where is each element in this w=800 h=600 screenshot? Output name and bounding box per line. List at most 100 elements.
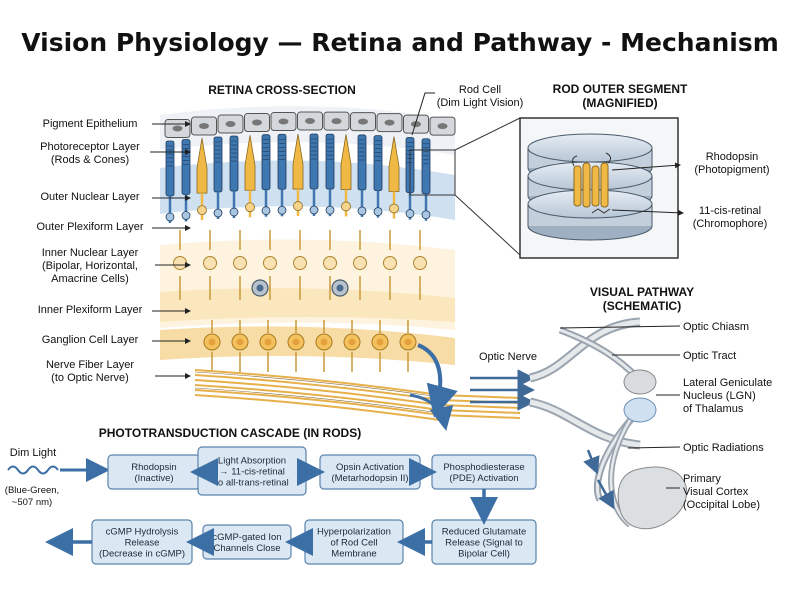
bipolar-cell: [383, 256, 397, 270]
visual-cortex-shape: [617, 466, 687, 530]
bipolar-cell: [323, 256, 337, 270]
cascade-step-text: (Metarhodopsin II): [331, 473, 408, 484]
cortex-label-1: Primary: [683, 473, 721, 485]
layer-label: Inner Plexiform Layer: [38, 304, 143, 316]
outer-segment-panel: ROD OUTER SEGMENT (MAGNIFIED) Rhodopsin …: [519, 82, 770, 259]
pigment-nucleus: [331, 118, 342, 125]
cone-nucleus: [245, 202, 255, 213]
cascade-step-text: Light Absorption: [218, 456, 286, 467]
rod-nucleus: [309, 205, 319, 215]
rod-callout-line1: Rod Cell: [459, 84, 501, 96]
optic-nerve-arrows: [470, 369, 535, 411]
cascade-step-text: Reduced Glutamate: [442, 527, 527, 538]
cascade-step-text: (PDE) Activation: [449, 473, 518, 484]
pigment-nucleus: [411, 121, 421, 128]
radiations-label: Optic Radiations: [683, 442, 764, 454]
layer-label: Inner Nuclear Layer: [42, 247, 139, 259]
pigment-nucleus: [252, 119, 262, 126]
cascade-step-text: Release (Signal to: [445, 538, 523, 549]
rod-nucleus: [261, 206, 271, 216]
rhodopsin-label-2: (Photopigment): [694, 164, 769, 176]
optic-nerve-label: Optic Nerve: [479, 351, 537, 363]
disc-top: [527, 133, 653, 163]
rhodopsin-protein: [572, 152, 612, 208]
rod-nucleus: [325, 205, 335, 215]
cone-nucleus: [197, 205, 207, 216]
cascade-step-text: to all-trans-retinal: [215, 478, 288, 489]
bipolar-cell: [353, 256, 367, 270]
rod-nucleus: [213, 208, 223, 218]
rod-cell: [229, 135, 239, 192]
layer-label: (Rods & Cones): [51, 154, 129, 166]
rod-cell: [213, 136, 223, 193]
pigment-nucleus: [225, 121, 236, 128]
page-title: Vision Physiology — Retina and Pathway -…: [21, 28, 779, 57]
cascade-step-text: (Inactive): [134, 473, 173, 484]
pigment-epithelium: [164, 111, 456, 138]
pathway-heading-2: (SCHEMATIC): [603, 299, 681, 313]
rhodopsin-label-1: Rhodopsin: [706, 151, 759, 163]
pigment-nucleus: [278, 118, 289, 125]
rod-cell-callout: Rod Cell (Dim Light Vision): [411, 84, 524, 136]
cone-nucleus: [341, 201, 351, 212]
cascade-step-text: of Rod Cell: [331, 538, 378, 549]
cascade-step-text: Hyperpolarization: [317, 527, 391, 538]
rod-nucleus: [165, 212, 175, 222]
pigment-nucleus: [172, 125, 183, 132]
tract-label: Optic Tract: [683, 350, 736, 362]
cortex-label-2: Visual Cortex: [683, 486, 749, 498]
retina-heading: RETINA CROSS-SECTION: [208, 83, 356, 97]
cortex-label-3: (Occipital Lobe): [683, 499, 760, 511]
lgn-label-2: Nucleus (LGN): [683, 390, 756, 402]
rod-nucleus: [229, 207, 239, 217]
pigment-nucleus: [384, 119, 395, 126]
outer-segment-heading-2: (MAGNIFIED): [582, 96, 657, 110]
pigment-nucleus: [199, 122, 209, 129]
visual-pathway: VISUAL PATHWAY (SCHEMATIC) Optic Nerve: [470, 285, 772, 530]
retina-section: RETINA CROSS-SECTION: [160, 83, 521, 431]
wavelength-note-2: ~507 nm): [12, 497, 52, 508]
light-wave-icon: [7, 465, 59, 475]
rod-cell: [373, 135, 383, 192]
layer-label: Photoreceptor Layer: [40, 141, 140, 153]
rod-cell: [277, 133, 287, 190]
chiasm-label: Optic Chiasm: [683, 321, 749, 333]
cascade-step-text: Release: [125, 538, 160, 549]
rod-nucleus: [421, 210, 431, 220]
cascade-step-text: Opsin Activation: [336, 462, 404, 473]
pathway-heading-1: VISUAL PATHWAY: [590, 285, 694, 299]
pigment-nucleus: [358, 118, 368, 125]
cascade-step-text: Membrane: [331, 549, 376, 560]
cascade-step-text: → 11-cis-retinal: [219, 467, 285, 478]
rod-cell: [357, 134, 367, 191]
retinal-label-2: (Chromophore): [693, 218, 768, 230]
layer-label: Outer Plexiform Layer: [37, 221, 144, 233]
retinal-molecule: [591, 208, 611, 214]
pigment-nucleus: [305, 118, 315, 125]
layer-label: Nerve Fiber Layer: [46, 359, 134, 371]
rod-nucleus: [357, 206, 367, 216]
rod-callout-line2: (Dim Light Vision): [437, 97, 524, 109]
nerve-down-arrow: [409, 393, 454, 431]
inner-retina-cells: [173, 230, 427, 372]
rod-cell: [421, 138, 431, 195]
layer-label: Amacrine Cells): [51, 273, 129, 285]
cone-cell: [196, 138, 208, 194]
rod-nucleus: [405, 209, 415, 218]
cascade-heading: PHOTOTRANSDUCTION CASCADE (IN RODS): [99, 426, 361, 440]
bipolar-cell: [293, 256, 307, 270]
cascade-step-text: Bipolar Cell): [458, 549, 510, 560]
cone-nucleus: [293, 201, 303, 211]
cascade-section: PHOTOTRANSDUCTION CASCADE (IN RODS) Dim …: [5, 426, 537, 565]
bipolar-cell: [173, 256, 187, 270]
layer-label: (Bipolar, Horizontal,: [42, 260, 138, 272]
cascade-step-text: (Decrease in cGMP): [99, 549, 185, 560]
cascade-step-text: Phosphodiesterase: [443, 462, 524, 473]
layer-label: (to Optic Nerve): [51, 372, 129, 384]
rod-cell: [181, 139, 191, 195]
cascade-steps: Rhodopsin(Inactive)Light Absorption→ 11-…: [45, 446, 537, 565]
wavelength-note-1: (Blue-Green,: [5, 485, 59, 496]
rod-cell: [309, 133, 319, 190]
cone-nucleus: [389, 203, 399, 214]
